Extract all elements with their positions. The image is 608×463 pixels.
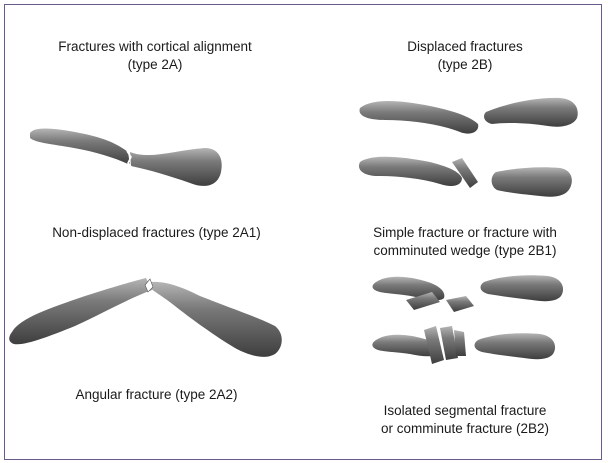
displaced-row1-left [360, 101, 479, 134]
segmental-bone-row1 [373, 275, 564, 312]
comminute-row2-right [475, 333, 556, 359]
displaced-row1-right [484, 98, 578, 127]
comminute-fragment-c [454, 330, 466, 356]
angular-bone-left [9, 278, 152, 344]
displaced-bone-row2 [359, 157, 572, 197]
displaced-row2-right [492, 167, 572, 197]
angular-bone [9, 278, 282, 357]
nondisplaced-bone-right [130, 148, 222, 186]
segment-fragment-b [446, 296, 474, 312]
displaced-bone-row1 [360, 98, 578, 134]
angular-bone-right [150, 282, 282, 357]
comminute-bone-row2 [372, 326, 555, 364]
segmental-row1-right [481, 275, 564, 301]
displaced-row2-left [359, 157, 462, 186]
nondisplaced-bone-left [30, 128, 130, 165]
nondisplaced-bone [30, 128, 222, 185]
